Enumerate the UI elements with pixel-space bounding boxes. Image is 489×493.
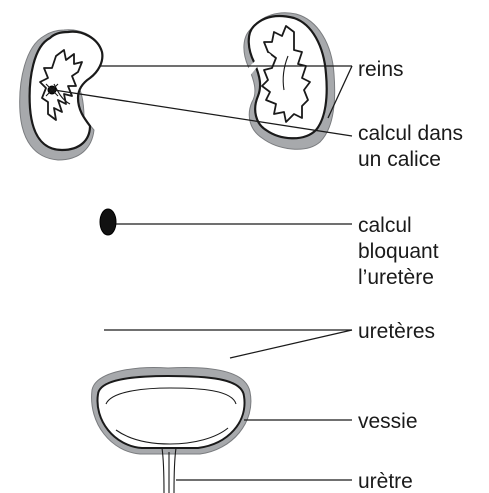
label-stone-calyx-1: calcul dans bbox=[358, 122, 463, 145]
left-kidney bbox=[20, 30, 103, 160]
label-stone-ureter-2: bloquant bbox=[358, 240, 439, 263]
right-kidney bbox=[244, 13, 335, 149]
stone-blocking-ureter bbox=[100, 209, 116, 235]
label-bladder: vessie bbox=[358, 410, 418, 433]
label-ureters: uretères bbox=[358, 320, 435, 343]
urethra bbox=[162, 448, 176, 493]
label-urethra: urètre bbox=[358, 470, 413, 493]
label-stone-ureter-1: calcul bbox=[358, 214, 412, 237]
label-kidneys: reins bbox=[358, 58, 404, 81]
label-stone-ureter-3: l’uretère bbox=[358, 266, 434, 289]
label-stone-calyx-2: un calice bbox=[358, 148, 441, 171]
left-ureter bbox=[99, 112, 120, 398]
bladder bbox=[92, 368, 251, 454]
